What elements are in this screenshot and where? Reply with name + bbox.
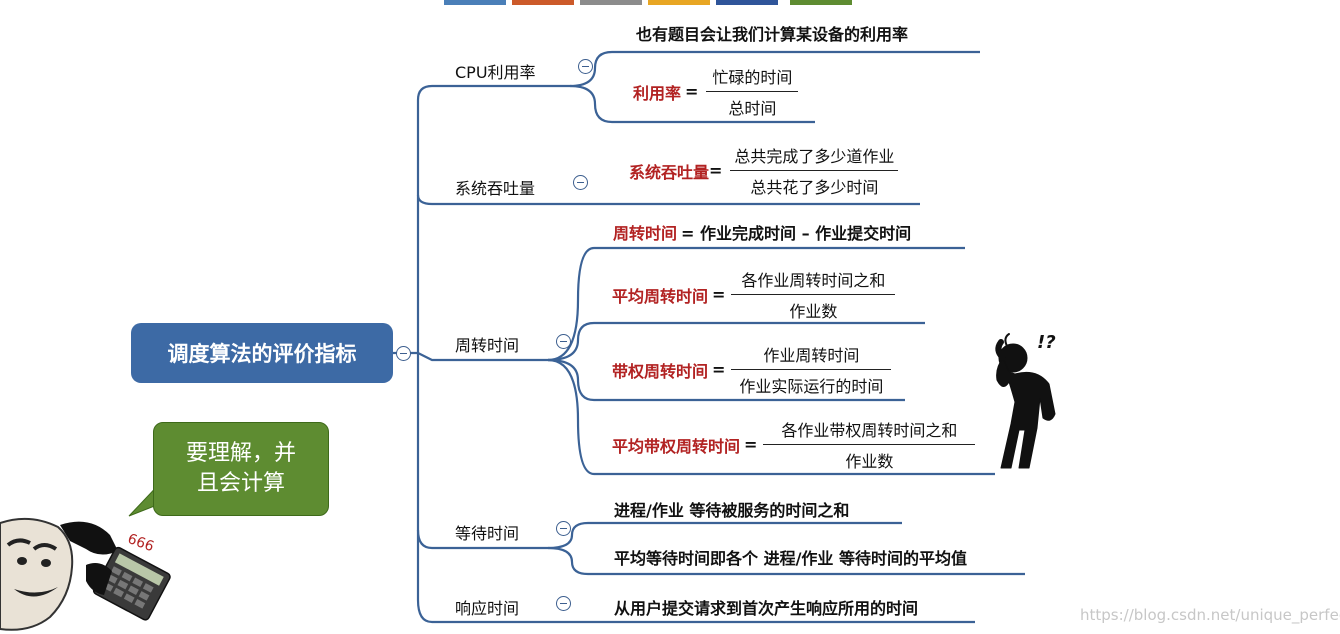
turnaround-def-lhs: 周转时间 bbox=[613, 224, 678, 243]
throughput-collapse-icon[interactable] bbox=[573, 175, 588, 190]
root-collapse-icon[interactable] bbox=[396, 346, 411, 361]
branch-turnaround-label[interactable]: 周转时间 bbox=[455, 336, 520, 355]
throughput-formula: 系统吞吐量 = 总共完成了多少道作业 总共花了多少时间 bbox=[629, 143, 902, 198]
avg-turnaround-formula: 平均周转时间 = 各作业周转时间之和 作业数 bbox=[612, 267, 896, 322]
cpu-note: 也有题目会让我们计算某设备的利用率 bbox=[636, 25, 909, 44]
cpu-formula: 利用率 = 忙碌的时间 总时间 bbox=[633, 64, 800, 119]
throughput-denominator: 总共花了多少时间 bbox=[730, 170, 899, 198]
cpu-fraction: 忙碌的时间 总时间 bbox=[704, 64, 800, 119]
cpu-formula-lhs: 利用率 bbox=[633, 83, 682, 103]
weighted-turnaround-formula: 带权周转时间 = 作业周转时间 作业实际运行的时间 bbox=[612, 342, 892, 397]
avg-turnaround-fraction: 各作业周转时间之和 作业数 bbox=[731, 267, 896, 322]
weighted-turnaround-lhs: 带权周转时间 bbox=[612, 361, 709, 381]
meme-sign-text: 666 bbox=[125, 531, 156, 555]
branch-cpu-label[interactable]: CPU利用率 bbox=[455, 63, 536, 82]
waiting-item-2: 平均等待时间即各个 进程/作业 等待时间的平均值 bbox=[614, 549, 967, 568]
toolbar-swatch-darkblue[interactable] bbox=[716, 0, 778, 5]
avg-turnaround-lhs: 平均周转时间 bbox=[612, 286, 709, 306]
toolbar-swatch-gray[interactable] bbox=[580, 0, 642, 5]
throughput-fraction: 总共完成了多少道作业 总共花了多少时间 bbox=[726, 143, 902, 198]
meme-face-calculator-icon: 666 bbox=[0, 517, 171, 631]
turnaround-collapse-icon[interactable] bbox=[556, 334, 571, 349]
confused-figure-icon: !? bbox=[995, 332, 1056, 469]
cpu-collapse-icon[interactable] bbox=[578, 59, 593, 74]
toolbar-swatch-green[interactable] bbox=[790, 0, 852, 5]
toolbar-swatch-orange[interactable] bbox=[512, 0, 574, 5]
turnaround-def: 周转时间 = 作业完成时间 – 作业提交时间 bbox=[613, 220, 911, 244]
weighted-turnaround-denominator: 作业实际运行的时间 bbox=[731, 369, 892, 397]
avg-turnaround-denominator: 作业数 bbox=[731, 294, 896, 322]
branch-throughput-label[interactable]: 系统吞吐量 bbox=[455, 179, 536, 198]
waiting-collapse-icon[interactable] bbox=[556, 521, 571, 536]
branch-response-label[interactable]: 响应时间 bbox=[455, 599, 520, 618]
root-node[interactable]: 调度算法的评价指标 bbox=[131, 323, 393, 383]
branch-waiting-label[interactable]: 等待时间 bbox=[455, 524, 520, 543]
toolbar-swatch-yellow[interactable] bbox=[648, 0, 710, 5]
throughput-formula-eq: = bbox=[709, 161, 723, 180]
root-label: 调度算法的评价指标 bbox=[167, 342, 357, 366]
cpu-denominator: 总时间 bbox=[706, 91, 799, 119]
avg-turnaround-eq: = bbox=[712, 285, 726, 304]
weighted-turnaround-fraction: 作业周转时间 作业实际运行的时间 bbox=[731, 342, 892, 397]
weighted-turnaround-eq: = bbox=[712, 360, 726, 379]
confused-mark: !? bbox=[1037, 332, 1056, 353]
toolbar-swatch-blue[interactable] bbox=[444, 0, 506, 5]
watermark: https://blog.csdn.net/unique_perfect bbox=[1080, 606, 1340, 624]
avg-weighted-turnaround-lhs: 平均带权周转时间 bbox=[612, 436, 741, 456]
cpu-numerator: 忙碌的时间 bbox=[712, 68, 793, 87]
weighted-turnaround-numerator: 作业周转时间 bbox=[763, 346, 860, 365]
turnaround-def-rhs: = 作业完成时间 – 作业提交时间 bbox=[681, 224, 912, 243]
avg-weighted-turnaround-denominator: 作业数 bbox=[763, 444, 976, 472]
avg-weighted-turnaround-eq: = bbox=[744, 435, 758, 454]
avg-turnaround-numerator: 各作业周转时间之和 bbox=[741, 271, 886, 290]
bubble-line-1: 要理解，并 bbox=[185, 441, 296, 466]
response-collapse-icon[interactable] bbox=[556, 596, 571, 611]
bubble-tail-cover bbox=[154, 462, 184, 492]
waiting-item-1: 进程/作业 等待被服务的时间之和 bbox=[614, 501, 850, 520]
throughput-numerator: 总共完成了多少道作业 bbox=[734, 147, 895, 166]
avg-weighted-turnaround-fraction: 各作业带权周转时间之和 作业数 bbox=[763, 417, 976, 472]
avg-weighted-turnaround-numerator: 各作业带权周转时间之和 bbox=[781, 421, 958, 440]
avg-weighted-turnaround-formula: 平均带权周转时间 = 各作业带权周转时间之和 作业数 bbox=[612, 417, 976, 472]
response-item-1: 从用户提交请求到首次产生响应所用的时间 bbox=[614, 599, 919, 618]
cpu-formula-eq: = bbox=[685, 82, 699, 101]
throughput-formula-lhs: 系统吞吐量 bbox=[629, 162, 710, 182]
bubble-line-2: 且会计算 bbox=[196, 471, 285, 496]
